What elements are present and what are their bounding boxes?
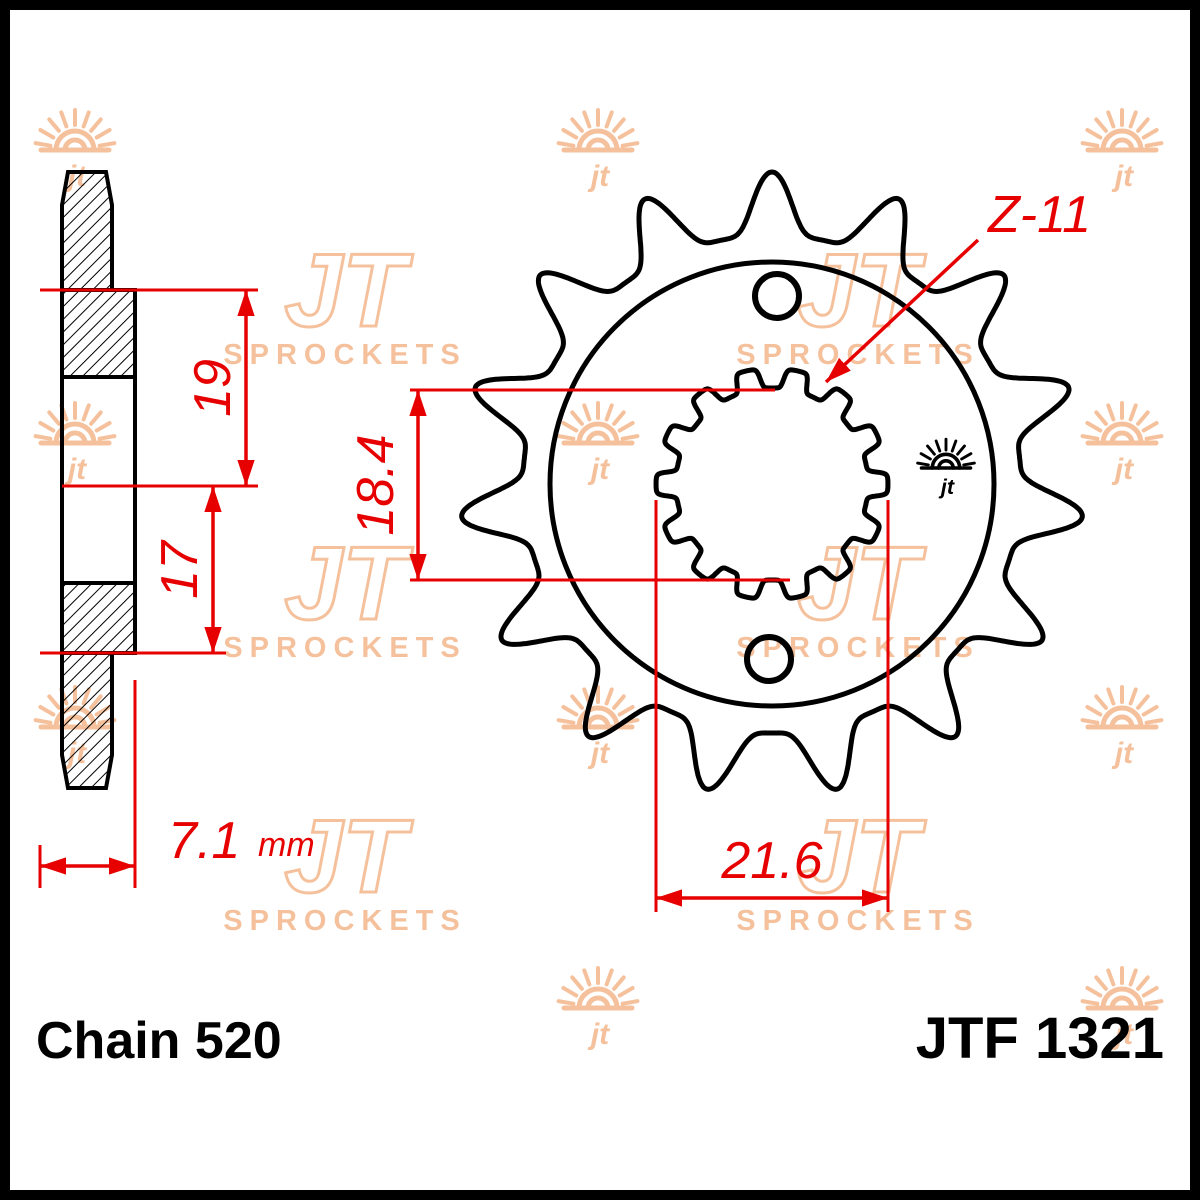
- dim-21-6-label: 21.6: [720, 832, 822, 890]
- leader-line-z11: [824, 238, 980, 384]
- jt-sprockets-watermark: [221, 231, 469, 373]
- part-number-label: JTF 1321: [916, 1006, 1164, 1071]
- hatch-region: [62, 583, 135, 653]
- teeth-count-label: Z-11: [986, 186, 1091, 244]
- hatch-region: [62, 172, 112, 290]
- dimension-layer: 19 17 7.1 mm 18.4 21.6 Z-11: [38, 186, 1091, 912]
- chain-size-label: Chain 520: [36, 1012, 282, 1070]
- section-view: [60, 170, 137, 790]
- dim-19-label: 19: [184, 359, 242, 417]
- front-view: [459, 169, 1085, 792]
- sun-watermark-icon: [559, 110, 638, 193]
- sun-watermark-icon: [1083, 110, 1162, 193]
- jt-sprockets-watermark: [734, 524, 982, 666]
- sun-watermark-icon: [559, 968, 638, 1051]
- jt-sprockets-watermark: [221, 524, 469, 666]
- dim-7-1-unit-label: mm: [258, 826, 315, 864]
- dim-7-1-label: 7.1: [168, 812, 240, 870]
- sun-watermark-icon: [559, 403, 638, 486]
- sprocket-body-circle: [547, 259, 997, 709]
- sprocket-teeth-outline: [459, 169, 1085, 792]
- sun-watermark-icon: [559, 687, 638, 770]
- jt-stamp-icon: [915, 437, 977, 501]
- dim-17-label: 17: [151, 539, 209, 599]
- hatch-region: [62, 653, 112, 788]
- hatch-region: [62, 290, 135, 377]
- bolt-hole-bottom: [744, 634, 794, 684]
- sun-watermark-icon: [1083, 687, 1162, 770]
- bolt-hole-top: [752, 271, 802, 321]
- sun-watermark-icon: [1083, 403, 1162, 486]
- sun-watermark-icon: [36, 403, 115, 486]
- jt-sprockets-watermark: [221, 797, 469, 939]
- dim-18-4-label: 18.4: [347, 434, 405, 535]
